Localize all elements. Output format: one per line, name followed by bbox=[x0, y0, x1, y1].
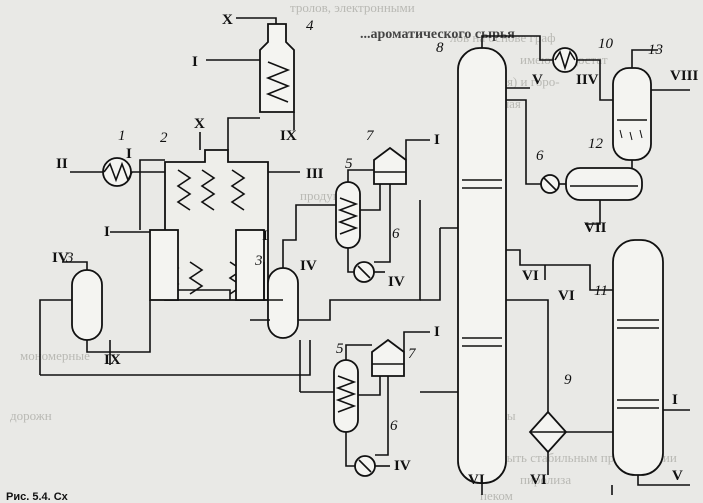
stream-x-furnace: X bbox=[194, 116, 205, 132]
piping bbox=[39, 17, 690, 495]
bg-text-line-2: лов на основе граф bbox=[450, 30, 556, 45]
figure-caption: Рис. 5.4. Сх bbox=[6, 491, 69, 503]
unit-5-upper-exchanger bbox=[335, 181, 361, 249]
stream-vi-mid: VI bbox=[522, 268, 539, 284]
unit-6-upper-pump bbox=[353, 261, 375, 283]
stream-v-column: V bbox=[532, 72, 543, 88]
label-unit-7-lower: 7 bbox=[408, 346, 417, 362]
label-unit-6-lower: 6 bbox=[390, 418, 398, 434]
bg-text-line-12: пеком bbox=[480, 488, 513, 503]
label-unit-2: 2 bbox=[160, 130, 168, 146]
unit-4-heat-exchanger bbox=[259, 23, 295, 113]
unit-12-reflux-drum bbox=[565, 167, 643, 201]
stream-i-right: I bbox=[262, 228, 268, 244]
stream-ix-top: IX bbox=[280, 128, 297, 144]
stream-vi-right: VI bbox=[558, 288, 575, 304]
stream-i-left: I bbox=[104, 224, 110, 240]
stream-v-bottom: V bbox=[672, 468, 683, 484]
stream-vi-filter: VI bbox=[530, 472, 547, 488]
stream-i-column-11: I bbox=[672, 392, 678, 408]
stream-iiv: IIV bbox=[576, 72, 599, 88]
stream-x-top: X bbox=[222, 12, 233, 28]
stream-iii: III bbox=[306, 166, 324, 182]
stream-ii: II bbox=[56, 156, 68, 172]
page-heading: ...ароматического сырья bbox=[360, 27, 515, 42]
label-unit-11: 11 bbox=[594, 283, 608, 299]
stream-iv-lower-pump: IV bbox=[394, 458, 411, 474]
stream-vii: VII bbox=[584, 220, 607, 236]
stream-i-preheater: I bbox=[126, 146, 132, 162]
stream-i-top: I bbox=[192, 54, 198, 70]
unit-7-upper-drum bbox=[373, 146, 407, 185]
unit-2-furnace bbox=[139, 149, 269, 301]
label-unit-1: 1 bbox=[118, 128, 126, 144]
unit-1-preheater bbox=[102, 157, 133, 187]
unit-number-labels: 4 1 2 3 3 5 7 6 5 7 6 8 10 13 12 6 11 9 bbox=[65, 18, 663, 434]
label-unit-3-right: 3 bbox=[254, 253, 263, 269]
label-unit-9: 9 bbox=[564, 372, 572, 388]
stream-labels: X I IX X II I III I IV IX I IV I IV I IV… bbox=[52, 12, 699, 488]
stream-viii: VIII bbox=[670, 68, 699, 84]
stream-iv-left: IV bbox=[52, 250, 69, 266]
unit-6-column-pump bbox=[540, 174, 560, 194]
unit-11-column bbox=[612, 239, 664, 476]
label-unit-10: 10 bbox=[598, 36, 614, 52]
unit-9-filter bbox=[528, 410, 568, 454]
label-unit-3-left: 3 bbox=[65, 250, 74, 266]
unit-3-right-separator bbox=[267, 267, 299, 339]
bg-text-line-11: пиролиза bbox=[520, 472, 571, 487]
label-unit-5-upper: 5 bbox=[345, 156, 353, 172]
unit-8-main-column bbox=[457, 47, 507, 484]
label-unit-6-column: 6 bbox=[536, 148, 544, 164]
label-unit-13: 13 bbox=[648, 42, 663, 58]
stream-i-upper-7: I bbox=[434, 132, 440, 148]
stream-vi-bottom: VI bbox=[468, 472, 485, 488]
label-unit-12: 12 bbox=[588, 136, 604, 152]
label-unit-6-upper: 6 bbox=[392, 226, 400, 242]
label-unit-4: 4 bbox=[306, 18, 314, 34]
unit-6-lower-pump bbox=[354, 455, 376, 477]
stream-ix-left: IX bbox=[104, 352, 121, 368]
label-unit-8: 8 bbox=[436, 40, 444, 56]
stream-iv-right: IV bbox=[300, 258, 317, 274]
unit-3-left-separator bbox=[71, 269, 103, 341]
unit-5-lower-exchanger bbox=[333, 359, 359, 433]
label-unit-7-upper: 7 bbox=[366, 128, 375, 144]
bg-text-line-7: мономерные bbox=[20, 348, 90, 363]
bg-text-line-4: ия) и горо- bbox=[500, 74, 560, 89]
stream-i-lower-7: I bbox=[434, 324, 440, 340]
unit-13-drum bbox=[612, 67, 652, 161]
bg-text-line-8: дорожн bbox=[10, 408, 52, 423]
label-unit-5-lower: 5 bbox=[336, 341, 344, 357]
bg-text-line-1: тролов, электронными bbox=[290, 0, 415, 15]
unit-10-condenser bbox=[552, 47, 578, 73]
unit-7-lower-drum bbox=[371, 338, 405, 377]
stream-iv-upper-pump: IV bbox=[388, 274, 405, 290]
